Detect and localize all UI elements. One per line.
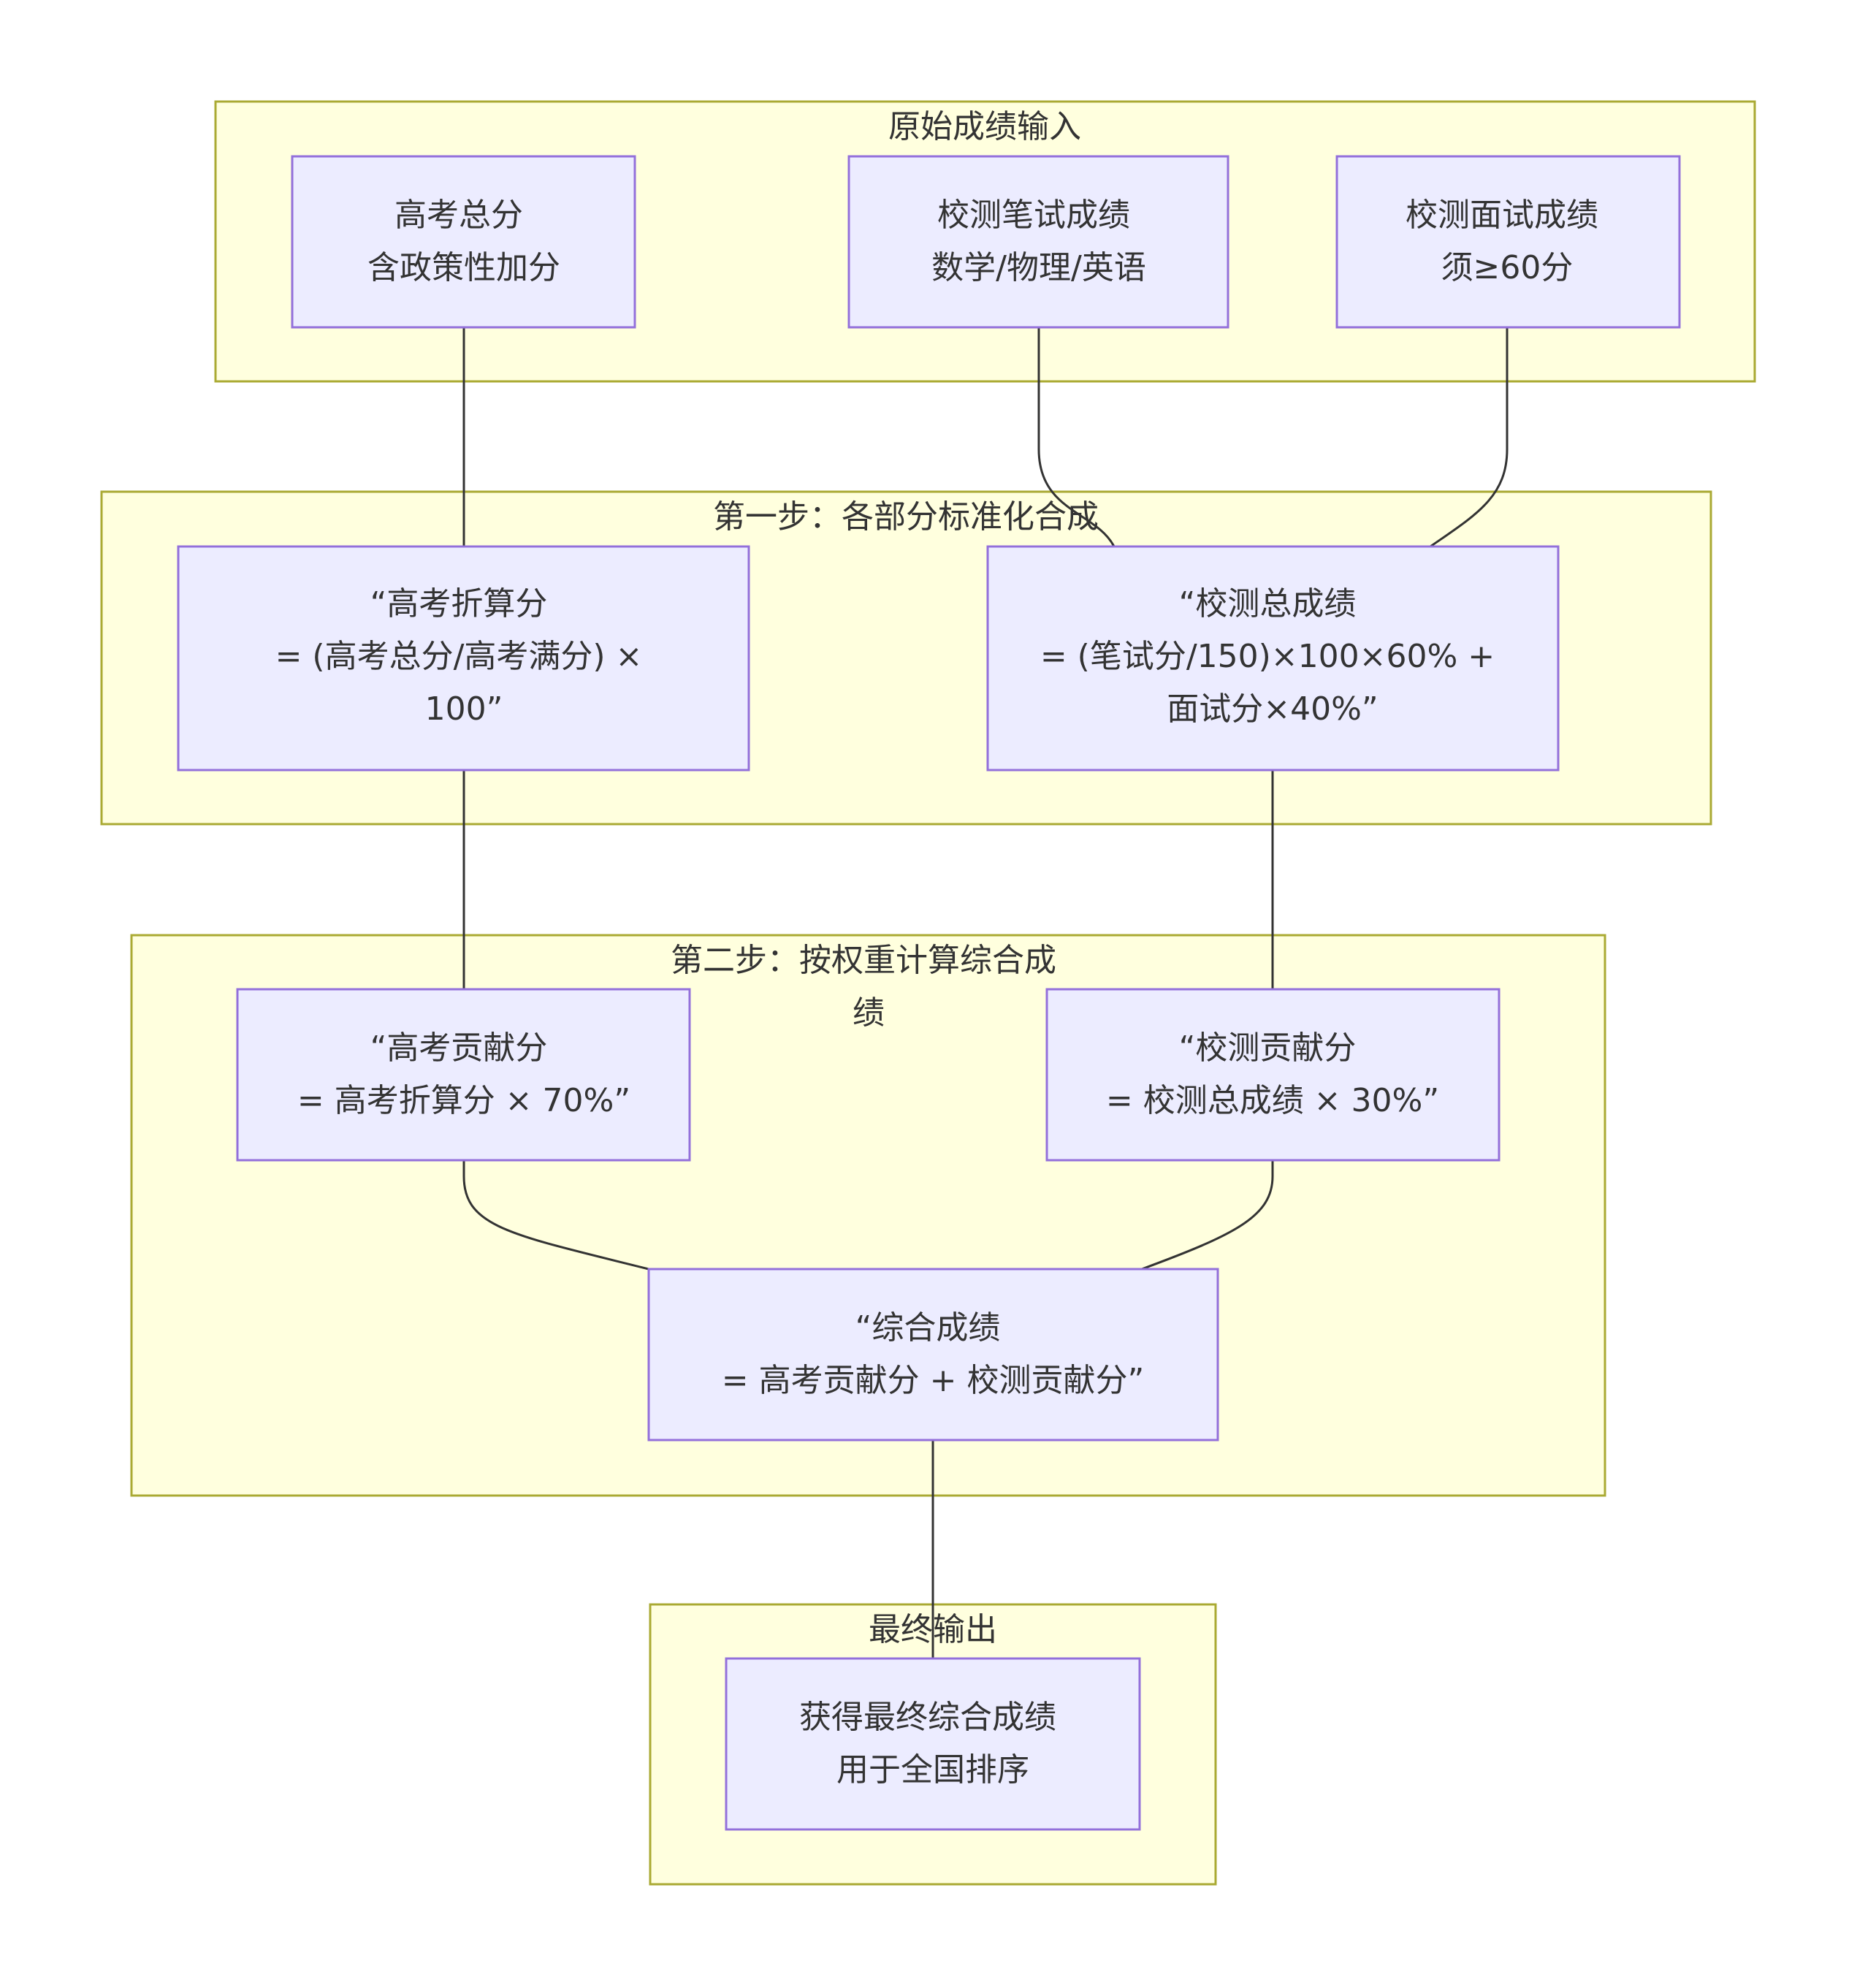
node-school-test-total: “校测总成绩 = (笔试分/150)×100×60% + 面试分×40%”: [986, 545, 1560, 772]
svg-text:“综合成绩 = 高考贡献分 + 校测贡献分”: “综合成绩 = 高考贡献分 + 校测贡献分”: [722, 1309, 1145, 1399]
svg-text:获得最终综合成绩 用于全国排序: 获得最终综合成绩 用于全国排序: [799, 1699, 1067, 1789]
svg-text:“校测贡献分 = 校测总成绩 × 30%”: “校测贡献分 = 校测总成绩 × 30%”: [1106, 1029, 1439, 1119]
edge-interview-to-school-total: [1430, 327, 1509, 548]
svg-text:校测面试成绩 须≥60分: 校测面试成绩 须≥60分: [1406, 197, 1609, 286]
cluster-label-raw-input: 原始成绩输入: [888, 108, 1081, 145]
edge-school-contribution-to-composite: [1141, 1159, 1274, 1271]
svg-text:高考总分 含政策性加分: 高考总分 含政策性加分: [367, 197, 560, 286]
cluster-label-step2: 第二步：按权重计算综合成 绩: [671, 942, 1067, 1032]
edge-gaokao-contribution-to-composite: [462, 1159, 649, 1271]
edges: [462, 327, 1509, 1658]
cluster-label-step1: 第一步：各部分标准化合成: [713, 498, 1099, 536]
node-gaokao-total: 高考总分 含政策性加分: [291, 155, 636, 329]
svg-text:“高考折算分 = (高考总分/高考满分) ×: “高考折算分 = (高考总分/高考满分) × 100”: [275, 585, 653, 728]
node-school-test-contribution: “校测贡献分 = 校测总成绩 × 30%”: [1045, 988, 1501, 1162]
node-gaokao-converted: “高考折算分 = (高考总分/高考满分) × 100”: [177, 545, 750, 772]
node-interview-score: 校测面试成绩 须≥60分: [1335, 155, 1681, 329]
edge-written-to-school-total: [1037, 327, 1116, 547]
svg-text:“高考贡献分 = 高考折算分 × 70%”: “高考贡献分 = 高考折算分 × 70%”: [297, 1029, 630, 1119]
node-gaokao-contribution: “高考贡献分 = 高考折算分 × 70%”: [236, 988, 691, 1162]
node-final-score: 获得最终综合成绩 用于全国排序: [725, 1657, 1141, 1831]
node-written-score: 校测笔试成绩 数学/物理/英语: [847, 155, 1229, 329]
svg-text:“校测总成绩 = (笔试分/150)×100×6: “校测总成绩 = (笔试分/150)×100×60% + 面试分×40%”: [1040, 585, 1505, 728]
node-composite-score: “综合成绩 = 高考贡献分 + 校测贡献分”: [647, 1268, 1219, 1442]
svg-text:校测笔试成绩 数学/物理/英语: 校测笔试成绩 数学/物理/英语: [931, 197, 1146, 286]
